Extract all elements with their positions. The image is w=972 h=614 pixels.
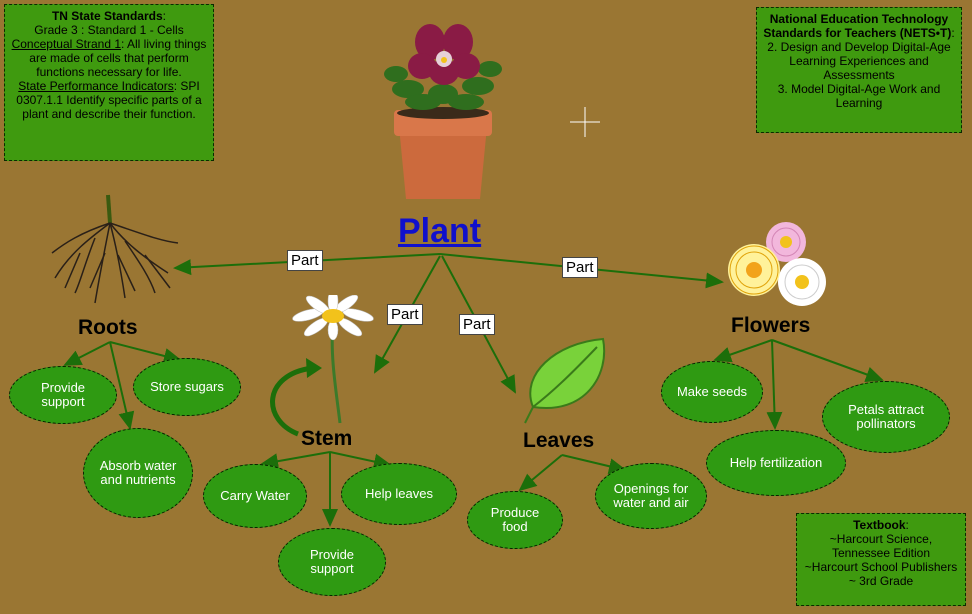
flowers-icon [728,222,826,306]
stem-function-support: Provide support [278,528,386,596]
flowers-function-petals: Petals attract pollinators [822,381,950,453]
arrow-leaves-food [518,454,563,492]
part-label-stem: Part [387,304,423,325]
tn-standards-grade: Grade 3 : Standard 1 - Cells [34,23,184,37]
stem-function-carry: Carry Water [203,464,307,528]
arrow-flowers-seeds [713,339,773,363]
arrow-roots-support [63,341,111,366]
textbook-box: Textbook: ~Harcourt Science, Tennessee E… [796,513,966,606]
roots-function-absorb: Absorb water and nutrients [83,428,193,518]
textbook-line-2: ~Harcourt School Publishers [804,560,958,574]
leaves-heading: Leaves [523,429,595,452]
leaf-icon [524,337,606,424]
arrow-leaves-openings [561,454,627,475]
daisy-icon [292,295,374,424]
crosshair-icon [570,107,600,137]
spi-label: State Performance Indicators [18,79,174,93]
nets-box: National Education Technology Standards … [756,7,962,133]
arrow-roots-absorb [109,341,135,430]
part-label-roots: Part [287,250,323,271]
roots-function-sugars: Store sugars [133,358,241,416]
plant-title-link[interactable]: Plant [398,212,482,250]
arrow-roots-sugars [109,341,182,364]
strand-label: Conceptual Strand 1 [11,37,121,51]
leaves-function-food: Produce food [467,491,563,549]
tn-standards-box: TN State Standards: Grade 3 : Standard 1… [4,4,214,161]
nets-item-2: 3. Model Digital-Age Work and Learning [777,82,941,110]
strand-text: All living things are made of cells that… [29,37,207,79]
stem-heading: Stem [301,427,353,450]
nets-heading: National Education Technology Standards … [763,12,952,40]
roots-heading: Roots [78,316,138,339]
spi-text: SPI 0307.1.1 Identify specific parts of … [16,79,202,121]
flower-pot-icon [384,24,502,199]
part-label-flowers: Part [562,257,598,278]
textbook-line-1: ~Harcourt Science, Tennessee Edition [829,532,933,560]
nets-item-1: 2. Design and Develop Digital-Age Learni… [767,40,951,82]
flowers-function-fertilization: Help fertilization [706,430,846,496]
textbook-heading: Textbook [853,518,906,532]
stem-function-help-leaves: Help leaves [341,463,457,525]
roots-icon [51,194,179,304]
arrow-stem-help [329,451,392,470]
flowers-function-seeds: Make seeds [661,361,763,423]
leaves-function-openings: Openings for water and air [595,463,707,529]
arrow-stem-carry [260,451,331,470]
roots-function-support: Provide support [9,366,117,424]
flowers-heading: Flowers [731,314,811,337]
stem-curve-arrow [270,365,313,437]
tn-standards-heading: TN State Standards [51,9,163,23]
arrow-flowers-help [766,339,783,430]
arrow-flowers-petals [771,339,884,383]
part-label-leaves: Part [459,314,495,335]
textbook-line-3: ~ 3rd Grade [848,574,914,588]
